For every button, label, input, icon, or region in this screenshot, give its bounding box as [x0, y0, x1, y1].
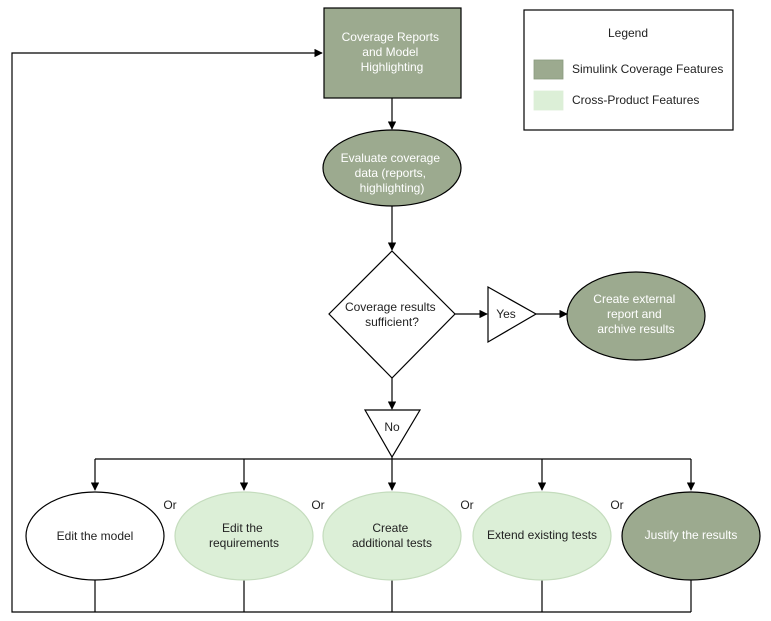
- option-create-tests-label: Create additional tests: [352, 521, 432, 550]
- external-report-label: Create external report and archive resul…: [593, 292, 678, 336]
- external-report-node: [566, 271, 706, 361]
- legend-swatch-simulink: [533, 59, 564, 80]
- evaluate-coverage-node: [322, 129, 462, 207]
- or-label-1: Or: [163, 498, 176, 512]
- legend: Legend Simulink Coverage Features Cross-…: [523, 9, 734, 131]
- return-loop: [11, 48, 691, 613]
- no-triangle: [363, 409, 422, 459]
- or-label-2: Or: [311, 498, 324, 512]
- option-extend-tests: [472, 491, 612, 581]
- yes-label: Yes: [496, 307, 516, 321]
- or-label-4: Or: [610, 498, 623, 512]
- yes-triangle: [487, 285, 538, 344]
- connectors: [11, 48, 696, 613]
- option-justify-results: [621, 491, 761, 581]
- legend-label-cross-product: Cross-Product Features: [572, 93, 699, 107]
- legend-label-simulink: Simulink Coverage Features: [572, 62, 723, 76]
- coverage-reports-label: Coverage Reports and Model Highlighting: [342, 30, 443, 74]
- option-justify-results-label: Justify the results: [645, 528, 738, 542]
- legend-title: Legend: [608, 26, 648, 40]
- coverage-reports-box: [323, 7, 462, 99]
- or-label-3: Or: [460, 498, 473, 512]
- option-edit-model: [25, 491, 165, 581]
- no-label: No: [384, 420, 400, 434]
- legend-swatch-cross-product: [533, 90, 564, 111]
- decision-label: Coverage results sufficient?: [345, 300, 439, 329]
- option-edit-model-label: Edit the model: [57, 529, 134, 543]
- option-edit-requirements: [174, 491, 314, 581]
- decision-diamond: [328, 250, 456, 379]
- option-edit-requirements-label: Edit the requirements: [209, 521, 279, 550]
- option-extend-tests-label: Extend existing tests: [487, 528, 597, 542]
- option-create-tests: [322, 491, 462, 581]
- evaluate-coverage-label: Evaluate coverage data (reports, highlig…: [341, 151, 444, 195]
